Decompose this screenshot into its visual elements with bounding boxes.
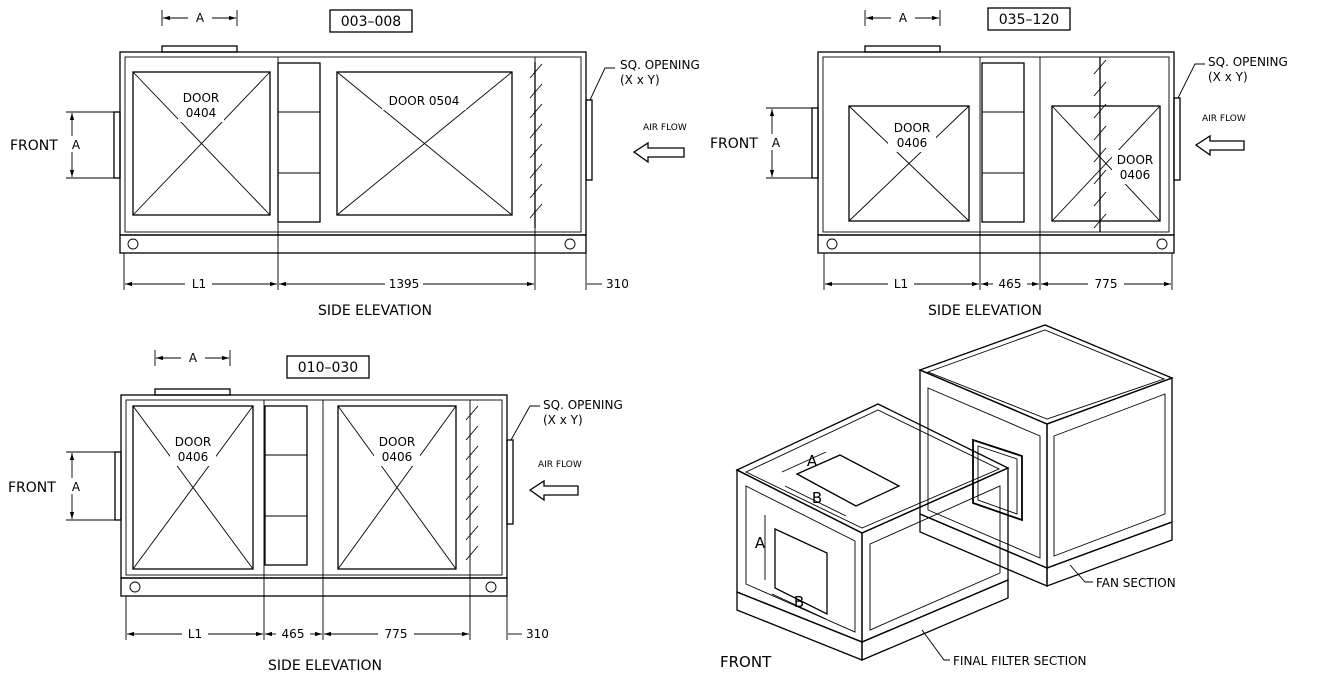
dim-465: 465 bbox=[282, 627, 305, 641]
dim-a-top: A bbox=[899, 11, 908, 25]
sq-opening-size: (X x Y) bbox=[543, 413, 583, 427]
door-right-label: DOOR 0504 bbox=[389, 94, 460, 108]
door-left-label: DOOR bbox=[183, 91, 219, 105]
dim-775: 775 bbox=[385, 627, 408, 641]
elevation-035-120: 035–120 A DOOR 0406 DOOR 0406 bbox=[710, 7, 1288, 319]
caption: SIDE ELEVATION bbox=[928, 303, 1042, 319]
air-flow-label: AIR FLOW bbox=[538, 460, 582, 470]
dim-310: 310 bbox=[606, 277, 629, 291]
dim-465: 465 bbox=[999, 277, 1022, 291]
front-label: FRONT bbox=[8, 480, 56, 496]
dim-1395: 1395 bbox=[389, 277, 420, 291]
dim-a-top: A bbox=[196, 11, 205, 25]
dim-l1: L1 bbox=[188, 627, 202, 641]
caption: SIDE ELEVATION bbox=[268, 658, 382, 674]
final-filter-section-label: FINAL FILTER SECTION bbox=[953, 654, 1087, 668]
door-left-number: 0406 bbox=[897, 136, 928, 150]
dim-a-side: A bbox=[72, 480, 81, 494]
model-range-label: 010–030 bbox=[298, 360, 358, 376]
elevation-010-030: 010–030 A DOOR 0406 DOOR 0406 bbox=[8, 350, 623, 674]
dim-a-top: A bbox=[807, 452, 818, 470]
fan-section-label: FAN SECTION bbox=[1096, 576, 1176, 590]
door-left-number: 0406 bbox=[178, 450, 209, 464]
sq-opening-size: (X x Y) bbox=[620, 73, 660, 87]
dim-a-top: A bbox=[189, 351, 198, 365]
caption: SIDE ELEVATION bbox=[318, 303, 432, 319]
door-left-number: 0404 bbox=[186, 106, 217, 120]
elevation-003-008: 003–008 A DOOR 0404 bbox=[10, 9, 700, 319]
dim-775: 775 bbox=[1095, 277, 1118, 291]
dim-b-top: B bbox=[812, 489, 822, 507]
door-right-label: DOOR bbox=[379, 435, 415, 449]
front-label: FRONT bbox=[720, 653, 772, 671]
dim-l1: L1 bbox=[894, 277, 908, 291]
dim-a-side: A bbox=[72, 138, 81, 152]
sq-opening-label: SQ. OPENING bbox=[620, 58, 700, 72]
door-right-number: 0406 bbox=[1120, 168, 1151, 182]
sq-opening-label: SQ. OPENING bbox=[1208, 55, 1288, 69]
sq-opening-label: SQ. OPENING bbox=[543, 398, 623, 412]
door-left-label: DOOR bbox=[175, 435, 211, 449]
model-range-label: 003–008 bbox=[341, 14, 401, 30]
dim-310: 310 bbox=[526, 627, 549, 641]
front-label: FRONT bbox=[710, 136, 758, 152]
dim-l1: L1 bbox=[192, 277, 206, 291]
air-flow-label: AIR FLOW bbox=[643, 123, 687, 133]
isometric-view: A B A B FAN SECTION FINAL FILTER SECTION… bbox=[720, 324, 1176, 671]
model-range-label: 035–120 bbox=[999, 12, 1059, 28]
dim-b-front: B bbox=[794, 593, 804, 611]
dim-a-front: A bbox=[755, 534, 766, 552]
dim-a-side: A bbox=[772, 136, 781, 150]
front-label: FRONT bbox=[10, 138, 58, 154]
door-left-label: DOOR bbox=[894, 121, 930, 135]
door-right-label: DOOR bbox=[1117, 153, 1153, 167]
air-flow-label: AIR FLOW bbox=[1202, 114, 1246, 124]
sq-opening-size: (X x Y) bbox=[1208, 70, 1248, 84]
door-right-number: 0406 bbox=[382, 450, 413, 464]
